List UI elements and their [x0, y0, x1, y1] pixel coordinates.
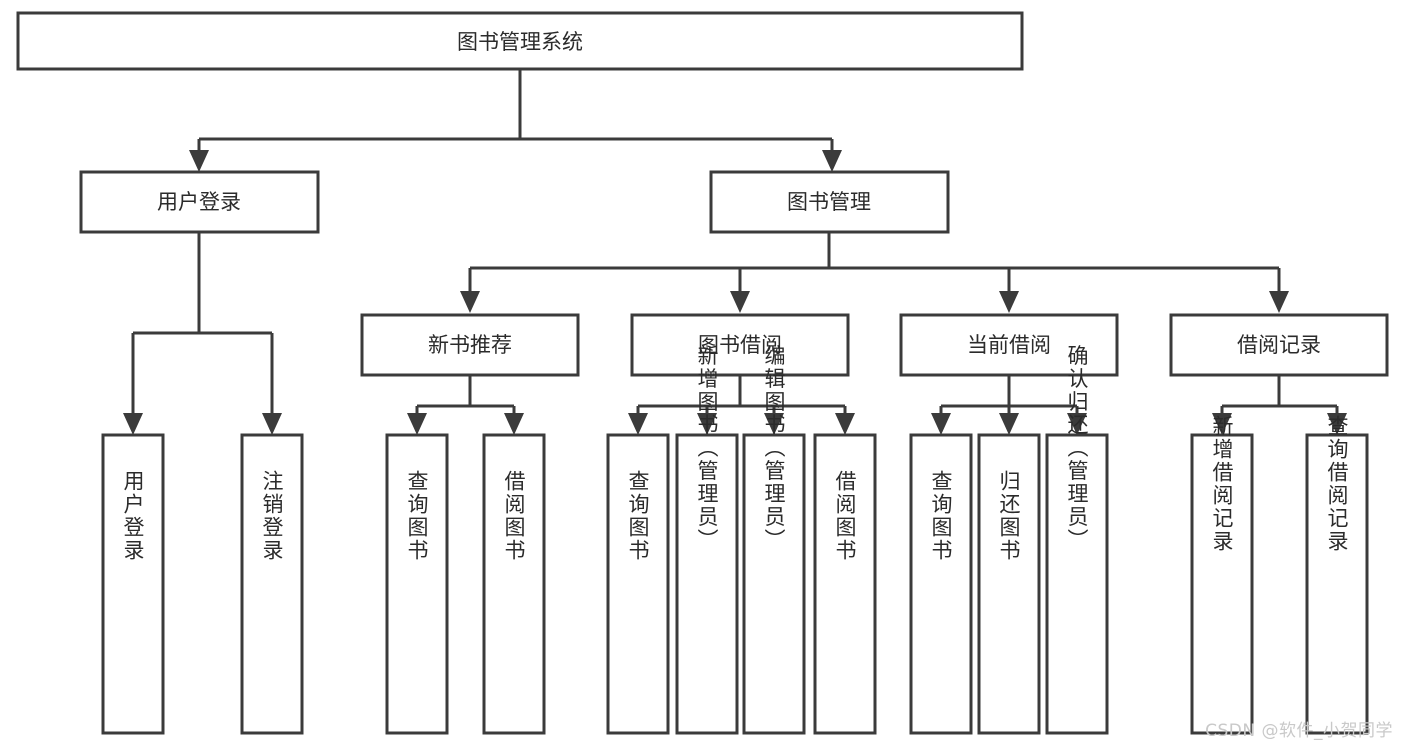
node-root-label: 图书管理系统 [457, 30, 583, 54]
leaf-borrow-edit-book-label: 编辑图书（管理员） [762, 345, 786, 552]
node-borrow-record-label: 借阅记录 [1237, 333, 1321, 357]
node-current-borrow-label: 当前借阅 [967, 333, 1051, 357]
leaf-new-book-query-label: 查询图书 [405, 470, 429, 562]
leaf-record-query-label: 查询借阅记录 [1325, 415, 1349, 553]
leaf-record-query[interactable]: 查询借阅记录 [1305, 415, 1369, 735]
node-current-borrow[interactable]: 当前借阅 [899, 313, 1119, 377]
leaf-new-book-borrow-label: 借阅图书 [502, 470, 526, 562]
leaf-current-query-book[interactable]: 查询图书 [909, 433, 973, 735]
leaf-current-confirm-return[interactable]: 确认归还（管理员） [1045, 345, 1109, 735]
leaf-new-book-borrow[interactable]: 借阅图书 [482, 433, 546, 735]
node-user-login-label: 用户登录 [157, 190, 241, 214]
node-user-login[interactable]: 用户登录 [79, 170, 320, 234]
leaf-user-login-logout[interactable]: 注销登录 [240, 433, 304, 735]
node-book-borrow-label: 图书借阅 [698, 333, 782, 357]
leaf-borrow-add-book-label: 新增图书（管理员） [695, 345, 719, 552]
connector-newbook-to-leaves [407, 376, 524, 435]
leaf-borrow-borrow-book[interactable]: 借阅图书 [813, 433, 877, 735]
node-root[interactable]: 图书管理系统 [16, 11, 1024, 71]
leaf-current-confirm-return-label: 确认归还（管理员） [1065, 345, 1089, 552]
leaf-user-login-login-label: 用户登录 [121, 470, 145, 562]
node-book-management[interactable]: 图书管理 [709, 170, 950, 234]
leaf-record-add-label: 新增借阅记录 [1210, 415, 1234, 553]
node-new-book-recommend-label: 新书推荐 [428, 333, 512, 357]
leaf-user-login-logout-label: 注销登录 [260, 470, 284, 562]
leaf-current-return-book-label: 归还图书 [997, 470, 1021, 562]
connector-bookborrow-to-leaves [628, 376, 855, 435]
leaf-current-return-book[interactable]: 归还图书 [977, 433, 1041, 735]
leaf-borrow-edit-book[interactable]: 编辑图书（管理员） [742, 345, 806, 735]
node-borrow-record[interactable]: 借阅记录 [1169, 313, 1389, 377]
leaf-new-book-query[interactable]: 查询图书 [385, 433, 449, 735]
connector-bookmgmt-to-level2 [460, 233, 1289, 313]
leaf-borrow-query-book[interactable]: 查询图书 [606, 433, 670, 735]
leaf-record-add[interactable]: 新增借阅记录 [1190, 415, 1254, 735]
connector-userlogin-to-leaves [123, 233, 282, 435]
leaf-borrow-query-book-label: 查询图书 [626, 470, 650, 562]
node-book-management-label: 图书管理 [787, 190, 871, 214]
leaf-user-login-login[interactable]: 用户登录 [101, 433, 165, 735]
connector-root-to-level1 [189, 69, 842, 172]
connector-currentborrow-to-leaves [931, 376, 1087, 435]
connector-borrowrecord-to-leaves [1212, 376, 1347, 435]
leaf-borrow-borrow-book-label: 借阅图书 [833, 470, 857, 562]
leaf-current-query-book-label: 查询图书 [929, 470, 953, 562]
node-new-book-recommend[interactable]: 新书推荐 [360, 313, 580, 377]
leaf-borrow-add-book[interactable]: 新增图书（管理员） [675, 345, 739, 735]
node-book-borrow[interactable]: 图书借阅 [630, 313, 850, 377]
